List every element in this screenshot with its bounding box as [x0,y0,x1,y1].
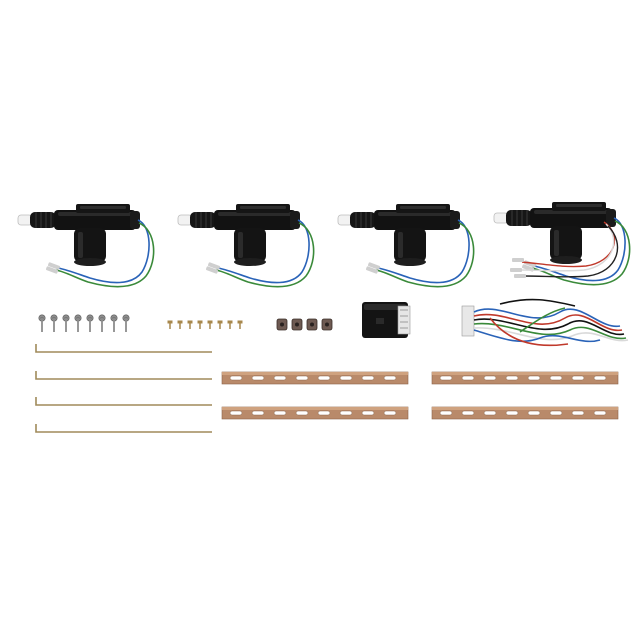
actuator-motor-4 [493,201,631,286]
control-relay-box [362,302,411,338]
wiring-harness [461,298,629,347]
